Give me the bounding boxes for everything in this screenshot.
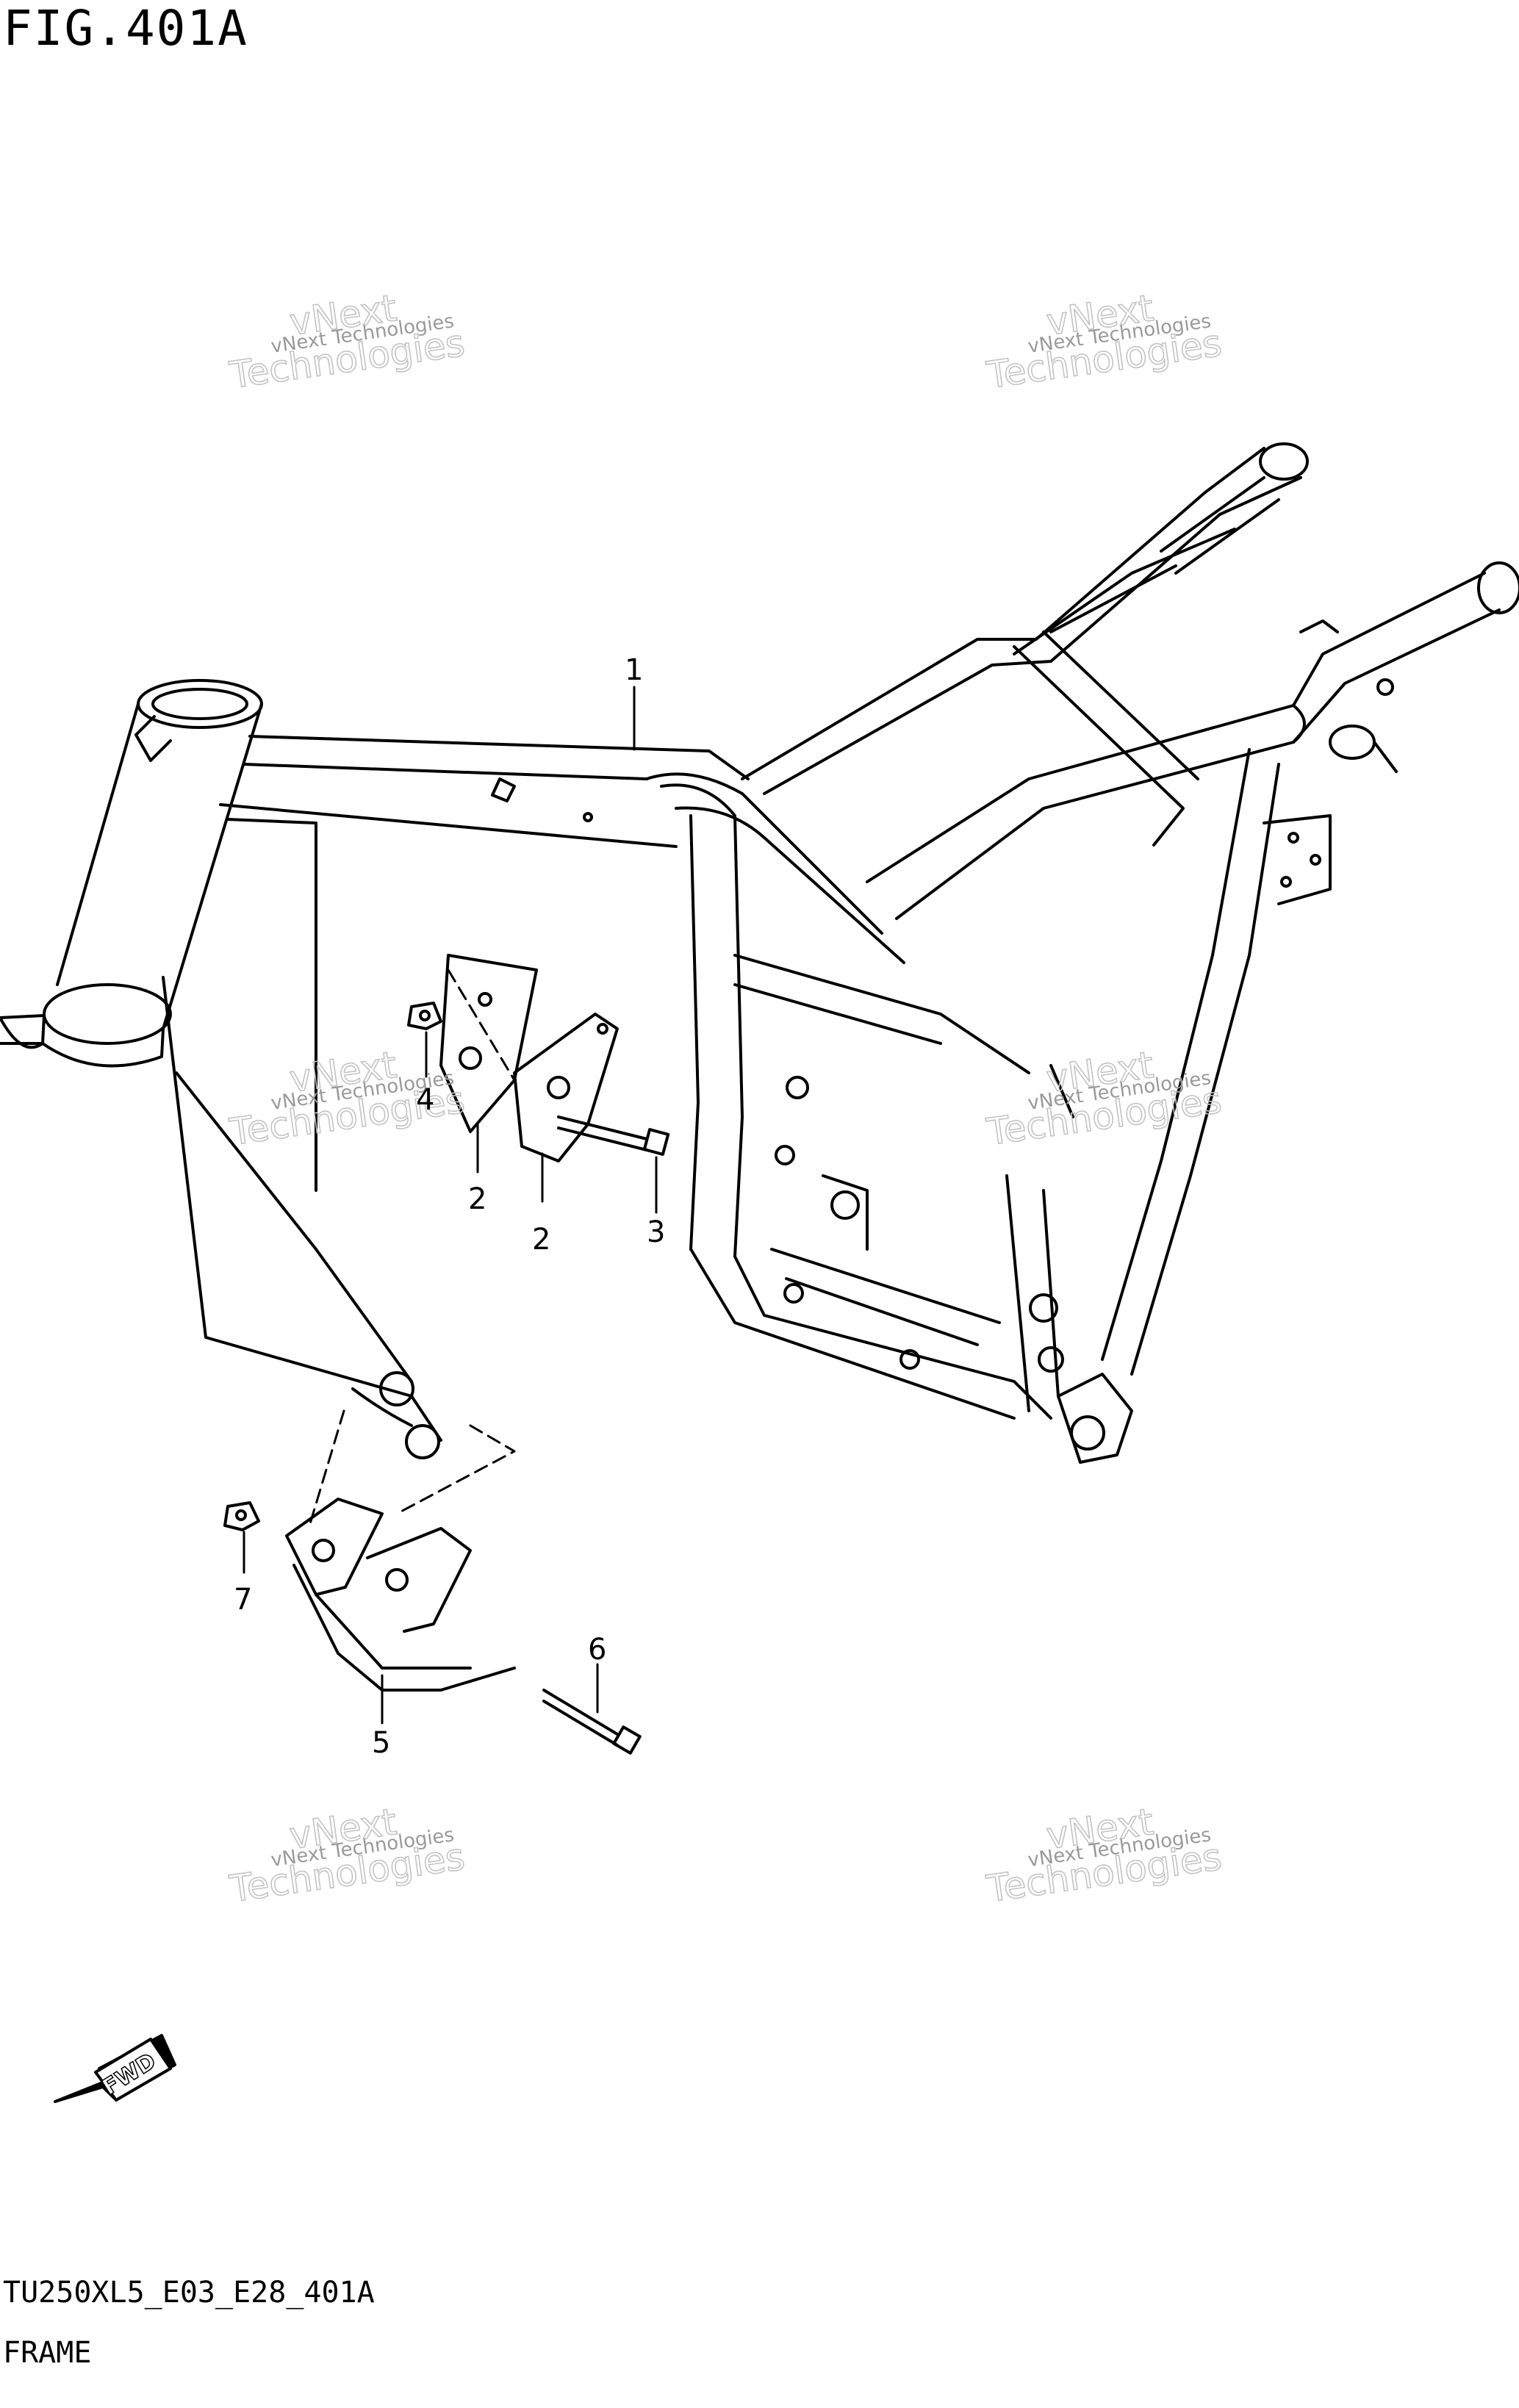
seat-rail <box>866 528 1519 920</box>
callout-4: 4 <box>416 1083 434 1117</box>
bolt-6 <box>542 1689 642 1755</box>
callout-3: 3 <box>647 1215 665 1249</box>
cross-tube <box>1013 630 1199 1118</box>
callout-5: 5 <box>372 1726 390 1760</box>
steering-head-pipe <box>0 679 263 1068</box>
engine-bracket-left <box>439 954 538 1133</box>
down-tube <box>162 976 442 1459</box>
center-frame <box>660 783 1052 1420</box>
callout-labels: 1 2 2 3 4 5 6 7 <box>234 653 665 1760</box>
callout-1: 1 <box>625 653 643 687</box>
fwd-arrow-icon <box>54 2034 176 2103</box>
callout-2b: 2 <box>532 1223 550 1257</box>
nut-7 <box>223 1501 260 1531</box>
figure-title: FIG.401A <box>3 0 248 57</box>
leader-lines <box>243 686 658 1725</box>
figure-code: TU250XL5_E03_E28_401A <box>3 2276 375 2310</box>
assembly-lines <box>307 968 516 1530</box>
main-top-rail <box>219 735 750 1192</box>
bolt-3 <box>557 1115 670 1156</box>
nut-4 <box>407 1002 442 1030</box>
lower-bracket-5 <box>285 1498 516 1692</box>
watermark-group: Technologies vNext vNext Technologies Te… <box>226 286 1225 1911</box>
rear-loop <box>1005 748 1332 1464</box>
figure-name: FRAME <box>3 2336 92 2370</box>
rear-upper-tube <box>645 442 1309 964</box>
callout-7: 7 <box>234 1583 252 1617</box>
callout-6: 6 <box>588 1633 606 1667</box>
callout-2a: 2 <box>468 1182 486 1216</box>
